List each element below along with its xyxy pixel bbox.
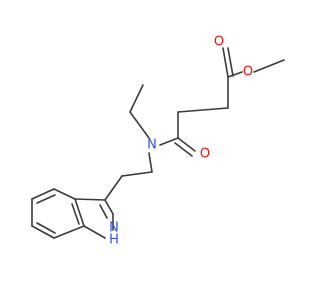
- atom-label-layer: O O N O N H: [109, 35, 253, 248]
- bond-c4-c5: [31, 188, 55, 200]
- bond-carbonyl-n: [159, 137, 179, 146]
- atom-o-ester: O: [243, 65, 253, 80]
- atom-o-carbonyl-ester: O: [214, 35, 224, 50]
- atom-n-amide: N: [147, 138, 157, 153]
- atom-h-indole: H: [109, 233, 119, 248]
- bond-c3a-c7a: [74, 198, 85, 227]
- bond-amide-carbonyl-double-2: [174, 142, 193, 157]
- bond-n-ch2: [148, 152, 153, 173]
- molecule-structure: O O N O N H: [31, 35, 285, 248]
- bond-ester-carbonyl-double-1: [222, 47, 229, 78]
- bond-c4-c5-inner: [36, 194, 56, 204]
- bond-ch2-indole: [104, 175, 123, 201]
- bond-amide-carbonyl-double-1: [177, 137, 196, 152]
- bond-c7-c7a: [53, 225, 85, 239]
- bond-ester-carbonyl-double-2: [227, 47, 234, 77]
- bond-ethyl-2: [129, 84, 144, 113]
- bond-c3a-c7a-inner: [71, 203, 80, 225]
- bond-c3a-c4: [53, 188, 76, 200]
- bond-o-carbonyl-c: [227, 71, 243, 78]
- bond-chain-2: [177, 107, 229, 113]
- bond-ch2-ch2: [121, 171, 153, 177]
- bond-c6-c7-inner: [36, 222, 56, 234]
- bond-methyl-o: [253, 59, 285, 73]
- bond-c6-c7: [31, 225, 55, 239]
- bond-n1-c7a: [83, 225, 106, 239]
- bond-layer: [31, 47, 285, 239]
- atom-o-amide: O: [200, 147, 210, 162]
- bond-c3-c2: [104, 199, 114, 215]
- bond-c3-c2-inner: [99, 204, 108, 219]
- atom-n-indole: N: [109, 221, 119, 236]
- bond-n-ethyl-1: [129, 111, 150, 139]
- bond-c3-c3a: [74, 198, 106, 201]
